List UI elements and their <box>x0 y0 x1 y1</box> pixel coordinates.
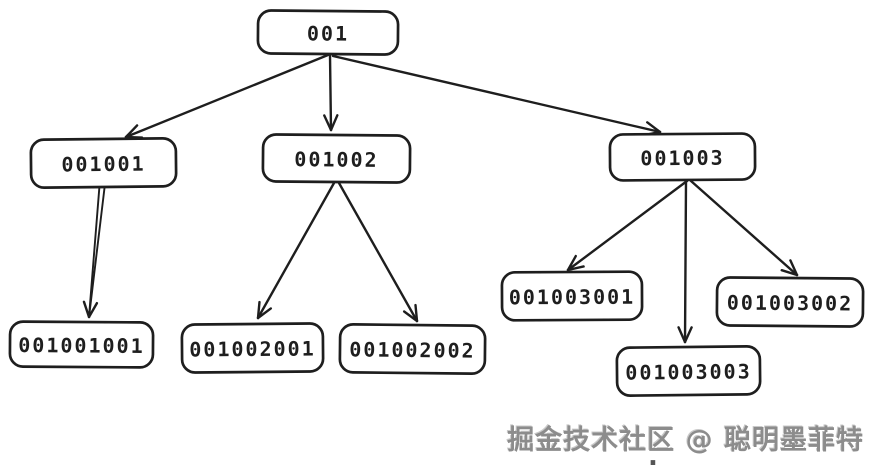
tree-node-001002001: 001002001 <box>180 322 325 374</box>
edge-line <box>414 303 419 323</box>
node-label: 001001 <box>61 152 145 177</box>
tree-node-001003002: 001003002 <box>715 276 865 328</box>
edge-001003-to-001003001 <box>566 179 689 272</box>
tree-node-001001: 001001 <box>29 137 178 189</box>
tree-node-001003003: 001003003 <box>615 345 762 397</box>
node-label: 001002002 <box>349 337 476 362</box>
edge-line <box>124 53 330 139</box>
edge-line <box>683 179 688 344</box>
edge-line <box>402 310 419 323</box>
node-label: 001003 <box>640 146 724 171</box>
edge-line <box>566 265 585 272</box>
edge-line <box>566 179 689 272</box>
edge-001001-to-001001001 <box>82 185 106 319</box>
edge-line <box>124 124 139 139</box>
edge-line <box>566 254 577 272</box>
edge-line <box>256 181 336 320</box>
edge-line <box>789 259 799 277</box>
edge-line <box>780 268 799 277</box>
node-label: 001 <box>307 21 349 45</box>
node-box <box>500 270 644 322</box>
edge-line <box>323 114 333 132</box>
edge-line <box>256 307 273 320</box>
tree-node-001002002: 001002002 <box>338 323 487 375</box>
edge-line <box>337 181 419 323</box>
node-box <box>338 323 487 375</box>
tree-node-001001001: 001001001 <box>8 320 155 369</box>
node-box <box>715 276 865 328</box>
node-label: 001003003 <box>625 359 752 384</box>
edge-line <box>677 326 687 344</box>
edge-001002-to-001002002 <box>337 181 419 323</box>
edge-line <box>329 114 339 132</box>
node-label: 001001001 <box>18 333 145 358</box>
node-box <box>608 132 757 182</box>
edge-001003-to-001003003 <box>677 179 693 344</box>
node-box <box>256 9 400 56</box>
node-label: 001002001 <box>189 336 316 361</box>
edge-001-to-001001 <box>124 53 330 139</box>
edge-line <box>328 53 333 132</box>
edge-line <box>88 185 101 318</box>
tree-node-001002: 001002 <box>261 133 412 184</box>
edge-001-to-001002 <box>323 53 339 132</box>
node-label: 001003002 <box>727 290 854 315</box>
edge-001003-to-001003002 <box>689 179 799 277</box>
watermark-text: 掘金技术社区 @ 聪明墨菲特 <box>507 425 864 456</box>
edge-line <box>331 54 662 134</box>
tree-node-001: 001 <box>256 9 400 56</box>
node-box <box>8 320 155 369</box>
edge-line <box>82 300 91 319</box>
edge-line <box>689 179 799 277</box>
node-box <box>29 137 178 189</box>
tree-node-001003: 001003 <box>608 132 757 182</box>
edge-001002-to-001002001 <box>256 181 336 320</box>
node-label: 001003001 <box>509 285 635 310</box>
node-box <box>180 322 325 374</box>
edge-line <box>646 121 662 134</box>
node-box <box>615 345 762 397</box>
edge-line <box>87 301 99 319</box>
watermark-dot: . <box>648 442 658 469</box>
node-box <box>261 133 412 184</box>
tree-node-001003001: 001003001 <box>500 270 644 322</box>
edge-line <box>256 300 261 320</box>
edge-line <box>683 326 693 344</box>
node-label: 001002 <box>294 147 378 172</box>
edge-001-to-001003 <box>331 54 662 137</box>
